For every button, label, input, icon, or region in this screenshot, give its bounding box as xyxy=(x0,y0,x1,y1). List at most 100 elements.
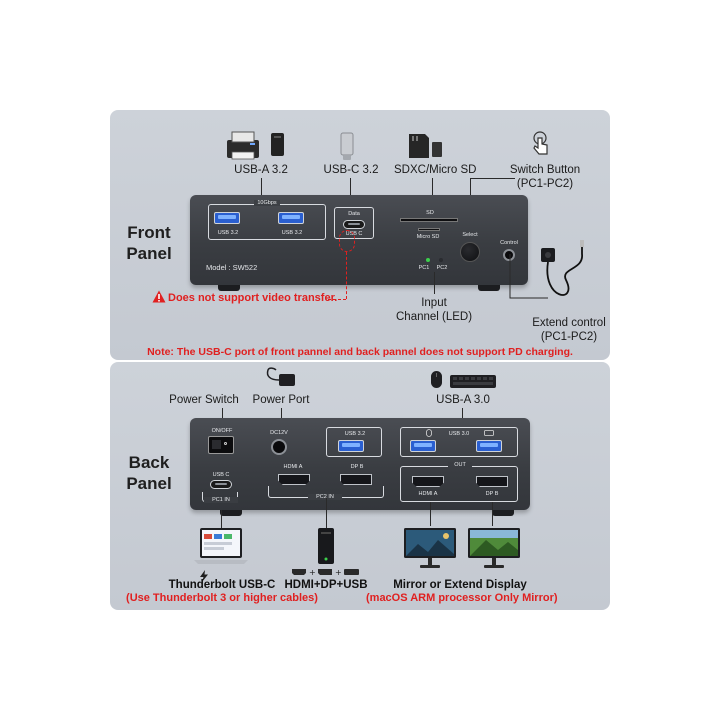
port-label: DP B xyxy=(350,464,364,470)
svg-text:+: + xyxy=(309,568,316,577)
connector-line xyxy=(281,408,282,422)
control-jack[interactable] xyxy=(503,249,515,261)
port-label: SD xyxy=(426,210,434,216)
pc1-led xyxy=(426,258,430,262)
keyboard-icon xyxy=(484,430,494,436)
connector-line xyxy=(261,178,262,196)
port-label: USB 3.2 xyxy=(281,230,303,236)
connector-line xyxy=(350,178,351,196)
label-power-port: Power Port xyxy=(252,394,310,406)
connector-line xyxy=(434,272,435,294)
port-label: OUT xyxy=(448,462,472,468)
usb32-port-group xyxy=(326,427,382,457)
port-label: DP B xyxy=(485,491,499,497)
label-mirror-extend: Mirror or Extend Display xyxy=(393,579,527,591)
label-input-channel: Input Channel (LED) xyxy=(396,297,473,323)
desktop-tower-icon xyxy=(318,528,334,564)
port-label: PC2 IN xyxy=(308,494,342,500)
hdmi-port-pc2[interactable] xyxy=(278,474,310,485)
usb-c-highlight xyxy=(339,230,355,252)
label-usb-c-32: USB-C 3.2 xyxy=(323,164,379,176)
power-switch[interactable] xyxy=(208,436,234,454)
port-label: Data xyxy=(348,211,360,217)
connector-line xyxy=(430,502,431,526)
label-sd-card: SDXC/Micro SD xyxy=(394,164,477,176)
usb30-port-group xyxy=(400,427,518,457)
cable-connectors-icon: + + xyxy=(292,568,359,577)
connector-line xyxy=(492,502,493,526)
port-label: USB 3.0 xyxy=(448,431,470,437)
front-device-body xyxy=(190,195,528,285)
port-label: USB C xyxy=(212,472,230,478)
external-drive-icon xyxy=(271,133,284,156)
led-label: PC1 xyxy=(418,265,430,271)
port-label: USB 3.2 xyxy=(217,230,239,236)
connector-line xyxy=(221,510,222,528)
connector-line xyxy=(432,178,433,196)
extend-control-cable-icon xyxy=(509,240,584,299)
mouse-icon xyxy=(431,371,442,388)
label-thunderbolt: Thunderbolt USB-C xyxy=(168,579,276,591)
connector-line xyxy=(222,408,223,422)
dp-port-pc2[interactable] xyxy=(340,474,372,485)
port-label: USB 3.2 xyxy=(344,431,366,437)
power-adapter-icon xyxy=(266,367,295,386)
back-device-body xyxy=(190,418,530,510)
label-switch-button: Switch Button (PC1-PC2) xyxy=(509,164,581,190)
device-foot xyxy=(478,285,500,291)
hdmi-out-port[interactable] xyxy=(412,476,444,487)
printer-icon xyxy=(227,131,259,160)
port-label: HDMI A xyxy=(283,464,303,470)
keyboard-icon xyxy=(450,375,496,388)
connector-line xyxy=(326,498,327,528)
tap-finger-icon xyxy=(533,131,548,155)
svg-text:+: + xyxy=(335,568,342,577)
switch-label: ON/OFF xyxy=(211,428,233,434)
monitor-icon-1 xyxy=(404,528,456,568)
model-label: Model : SW522 xyxy=(206,263,258,272)
connector-line xyxy=(470,178,515,179)
label-mirror-note: (macOS ARM processor Only Mirror) xyxy=(366,592,558,604)
port-label: PC1 IN xyxy=(204,497,238,503)
monitor-icon-2 xyxy=(468,528,520,568)
warning-text: Does not support video transfer. xyxy=(168,292,338,304)
front-panel-title: Front Panel xyxy=(126,223,172,263)
mouse-icon xyxy=(426,429,432,437)
button-label: Select xyxy=(462,232,478,238)
usb-a-port-30-1[interactable] xyxy=(410,440,436,452)
dc-power-port[interactable] xyxy=(271,439,287,455)
sd-card-icon xyxy=(409,134,442,158)
usb-c-port-front[interactable] xyxy=(343,220,365,229)
thunderbolt-icon xyxy=(200,570,208,582)
label-thunderbolt-note: (Use Thunderbolt 3 or higher cables) xyxy=(126,592,318,604)
warning-pointer xyxy=(328,299,346,300)
label-extend-control: Extend control (PC1-PC2) xyxy=(532,317,606,343)
usb-a-port-pc2[interactable] xyxy=(338,440,364,452)
select-button[interactable] xyxy=(460,242,480,262)
label-usb-a-32: USB-A 3.2 xyxy=(234,164,288,176)
back-panel-title: Back Panel xyxy=(126,453,172,493)
device-foot xyxy=(218,285,240,291)
usb-a-port-2[interactable] xyxy=(278,212,304,224)
connector-line xyxy=(462,408,463,422)
label-power-switch: Power Switch xyxy=(169,394,239,406)
note-text: Note: The USB-C port of front pannel and… xyxy=(147,346,573,358)
speed-label: 10Gbps xyxy=(254,200,280,206)
micro-sd-slot[interactable] xyxy=(418,228,440,231)
label-hdmi-dp-usb: HDMI+DP+USB xyxy=(284,579,368,591)
port-label: Micro SD xyxy=(416,234,440,240)
usb-a-port-1[interactable] xyxy=(214,212,240,224)
pc2-led xyxy=(439,258,443,262)
dp-out-port[interactable] xyxy=(476,476,508,487)
usb-c-flash-drive-icon xyxy=(340,132,354,160)
laptop-icon xyxy=(194,528,248,564)
usb-a-port-30-2[interactable] xyxy=(476,440,502,452)
usb-c-port-pc1[interactable] xyxy=(210,480,232,489)
led-label: PC2 xyxy=(436,265,448,271)
port-label: DC12V xyxy=(270,430,288,436)
port-label: HDMI A xyxy=(418,491,438,497)
warning-pointer xyxy=(346,252,347,299)
device-foot xyxy=(220,510,242,516)
sd-card-slot[interactable] xyxy=(400,218,458,222)
port-label: Control xyxy=(500,240,518,246)
